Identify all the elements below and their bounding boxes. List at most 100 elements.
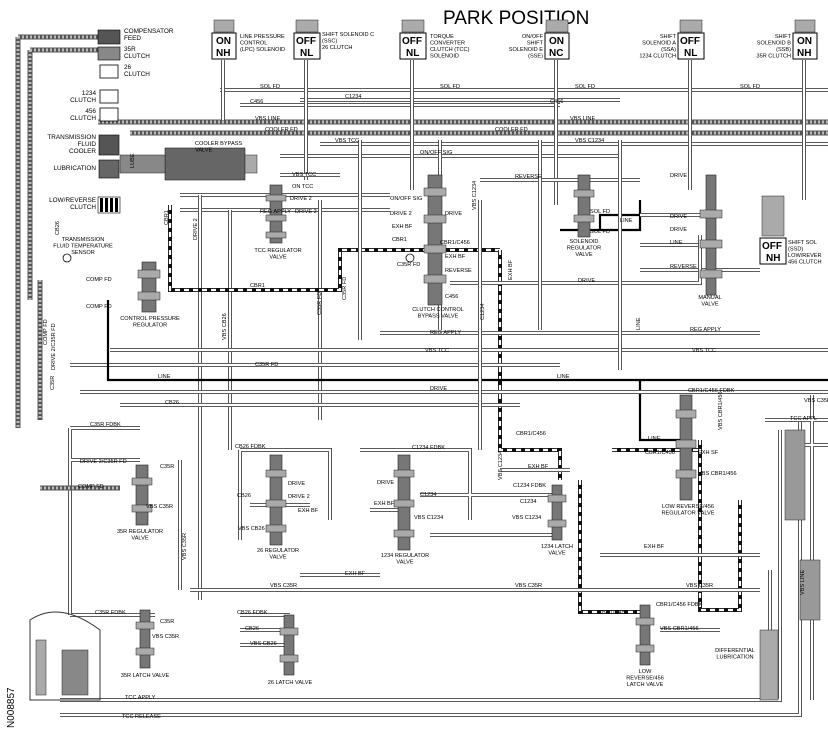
solenoid-coils [213,19,816,237]
hydraulic-lines [15,34,828,717]
line-label-c35r: C35R [160,619,174,625]
line-label-c35r: C35R [160,464,174,470]
tcc-regulator-valve [265,184,287,244]
35r-regulator-valve [131,464,153,526]
line-label-on-tcc: ON TCC [292,184,313,190]
control-pressure-regulator [62,253,161,313]
line-label-vbs-cb26: VBS CB26 [250,641,277,647]
svg-text:NH: NH [797,48,811,59]
solenoid-regulator-valve [573,174,595,238]
line-label-vbs-c35r-b: VBS C35R [152,634,179,640]
legend-swatch-456 [99,107,119,122]
line-label-cb26-fdbk: CB26 FDBK [237,610,268,616]
line-label-drive2: DRIVE 2 [288,494,310,500]
line-label-reverse: REVERSE [670,264,697,270]
cooler-bypass-valve [119,147,258,181]
legend-swatch-cooler [98,134,120,156]
line-label-vbs-c1234: VBS C1234 [414,515,443,521]
line-label-c35r-side: C35R [50,376,56,390]
line-label-drive: DRIVE [445,211,462,217]
line-label-vbs-cbr1-456-v: VBS CBR1/456 [718,391,724,430]
line-label-drive2: DRIVE 2 [193,218,199,240]
manual-valve [699,174,723,296]
solenoid-lpc: ON NH [211,32,237,60]
line-label-drive2: DRIVE 2 [290,196,312,202]
line-label-comp-fd: COMP FD [78,484,104,490]
line-label-vbs-tcc: VBS TCC [335,138,359,144]
svg-text:NC: NC [549,48,563,59]
line-label-lube: LUBE [130,153,136,168]
1234-regulator-valve [393,454,415,551]
line-label-c35r-fd: C35R FD [255,362,278,368]
solenoid-ssc: OFF NL [293,32,321,60]
low-reverse-456-regulator-valve [675,394,697,501]
line-label-drive2-c35r: DRIVE 2/C35R FD [80,459,127,465]
35r-latch-valve [135,609,155,669]
26-regulator-valve [265,454,287,546]
line-label-c35r-fdbk: C35R FDBK [95,610,126,616]
line-label-drive: DRIVE [670,173,687,179]
line-label-vbs-c35r: VBS C35R [804,398,828,404]
line-label-cb26: CB26 [237,493,251,499]
legend-swatch-comp [97,29,121,45]
line-label-sol-fd: SOL FD [440,84,460,90]
line-label-cooler-fd: COOLER FD [495,127,528,133]
solenoid-ssd: OFF NH [759,237,787,265]
line-label-on-off-sig: ON/OFF SIG [390,196,422,202]
line-label-drive: DRIVE [670,214,687,220]
line-label-cooler-fd: COOLER FD [265,127,298,133]
svg-text:ON: ON [797,36,812,47]
line-label-exh-bf: EXH BF [528,464,549,470]
line-label-exh-bf: EXH BF [445,254,466,260]
line-label-drive: DRIVE [430,386,447,392]
solenoid-label-ssc: SHIFT SOLENOID C(SSC)26 CLUTCH [322,32,374,51]
svg-text:NL: NL [300,48,313,59]
line-label-line: LINE [620,218,633,224]
line-label-comp-fd-h: COMP FD [43,319,49,345]
line-label-exh-bf: EXH BF [345,571,366,577]
line-label-drive2: DRIVE 2 [390,211,412,217]
line-label-vbs-tcc: VBS TCC [425,348,449,354]
line-label-reg-apply: REG APPLY [690,327,721,333]
line-label-c1234-v: C1234 [480,304,486,320]
line-label-drive: DRIVE [578,278,595,284]
line-label-vbs-line: VBS LINE [255,116,280,122]
svg-text:ON: ON [549,36,564,47]
line-label-vbs-c1234: VBS C1234 [472,181,478,210]
line-label-drive: DRIVE [670,227,687,233]
svg-text:OFF: OFF [680,36,700,47]
line-label-cbr1-c456-fdbk: CBR1/C456 FDBK [688,388,735,394]
line-label-vbs-c35r: VBS C35R [146,504,173,510]
line-label-cb26-fdbk: CB26 FDBK [235,444,266,450]
line-label-drive: DRIVE [377,480,394,486]
line-label-vbs-cbr1-456: VBS CBR1/456 [660,626,699,632]
solenoid-sse: ON NC [544,32,570,60]
line-label-c1234: C1234 [420,492,436,498]
line-label-cb26-side: CB26 [55,221,61,235]
line-label-vbs-c35r: VBS C35R [686,583,713,589]
line-label-cbr1: CBR1 [164,210,170,225]
line-label-cbr1-c456: CBR1/C456 [516,431,546,437]
line-label-tcc-apply: TCC APPLY [125,695,156,701]
line-label-sol-fd: SOL FD [590,209,610,215]
line-label-reg-apply: REG APPLY [430,330,461,336]
legend-swatch-1234 [99,89,119,104]
line-label-c1234-fdbk: C1234 FDBK [513,483,546,489]
line-label-c35r-fdbk: C35R FDBK [90,422,121,428]
line-label-vbs-c1234: VBS C1234 [498,451,504,480]
line-label-line: LINE [648,436,661,442]
line-label-exh-bf: EXH BF [298,508,319,514]
